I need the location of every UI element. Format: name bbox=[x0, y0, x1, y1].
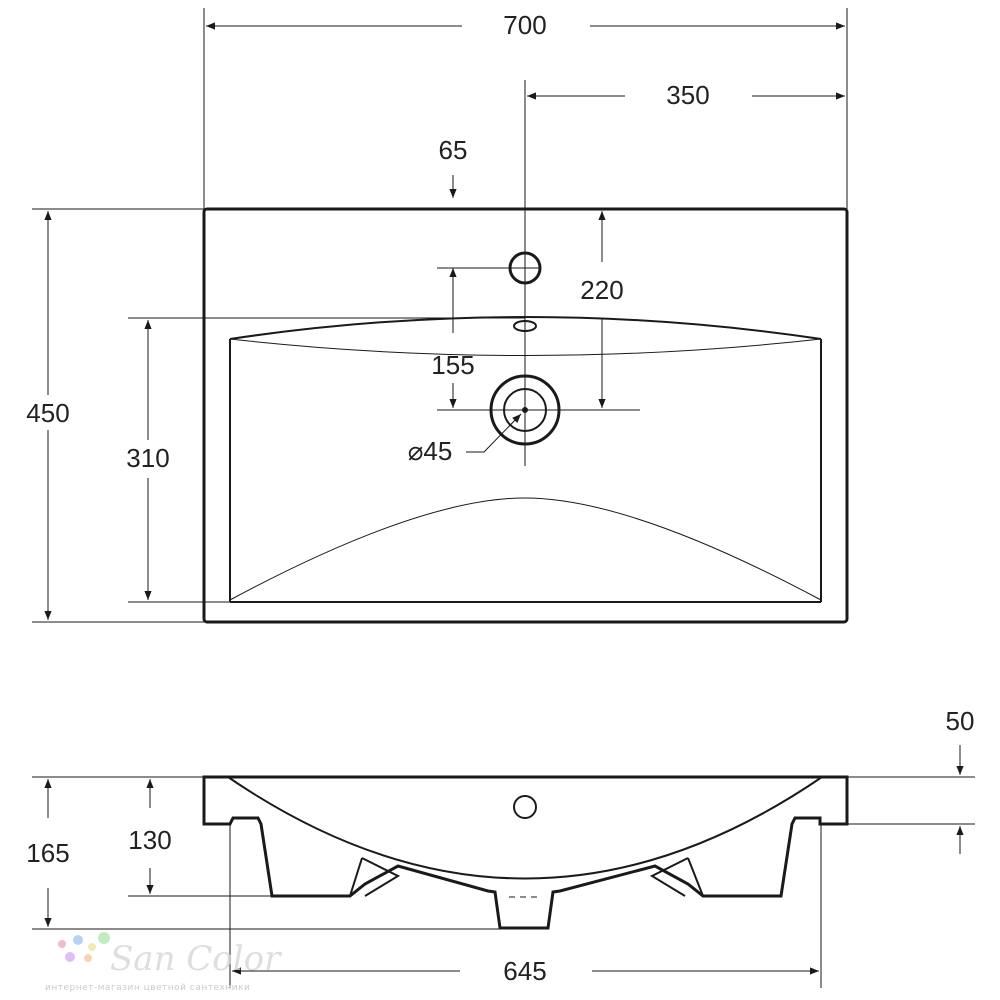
dim-bowl-height: 130 bbox=[128, 825, 171, 855]
watermark-dot bbox=[88, 943, 96, 951]
dim-half-width: 350 bbox=[666, 80, 709, 110]
dim-overflow-to-drain: 155 bbox=[431, 350, 474, 380]
dim-inner-width: 645 bbox=[503, 956, 546, 986]
tap-hole-side bbox=[513, 795, 537, 819]
watermark-dot bbox=[58, 940, 66, 948]
dim-bowl-depth: 310 bbox=[126, 443, 169, 473]
dim-total-height: 165 bbox=[26, 838, 69, 868]
dim-depth: 450 bbox=[26, 398, 69, 428]
watermark-dot bbox=[84, 954, 92, 962]
dim-tap-to-drain: 220 bbox=[580, 275, 623, 305]
top-view-dimensions bbox=[32, 8, 848, 623]
watermark-dot bbox=[73, 935, 83, 945]
bowl-slope-curve bbox=[229, 497, 822, 601]
side-view bbox=[202, 775, 849, 930]
bowl-profile bbox=[227, 776, 823, 880]
side-view-dimensions bbox=[32, 745, 975, 988]
dim-rim-height: 50 bbox=[946, 706, 975, 736]
left-rib bbox=[349, 857, 363, 897]
dim-total-width: 700 bbox=[503, 10, 546, 40]
right-rib-brace bbox=[649, 857, 689, 897]
watermark-dots bbox=[58, 932, 110, 962]
watermark-logo: San Color bbox=[110, 939, 282, 979]
dim-tap-hole-offset: 65 bbox=[439, 135, 468, 165]
left-rib-brace bbox=[361, 857, 401, 897]
watermark-tagline: интернет-магазин цветной сантехники bbox=[45, 983, 250, 993]
diameter-leader bbox=[466, 413, 522, 453]
sancolor-watermark: San Color интернет-магазин цветной санте… bbox=[45, 932, 282, 993]
dim-drain-diameter: ⌀45 bbox=[408, 436, 453, 466]
watermark-dot bbox=[98, 932, 110, 944]
right-rib bbox=[687, 857, 704, 897]
basin-outline-side bbox=[202, 775, 849, 930]
watermark-dot bbox=[65, 952, 75, 962]
